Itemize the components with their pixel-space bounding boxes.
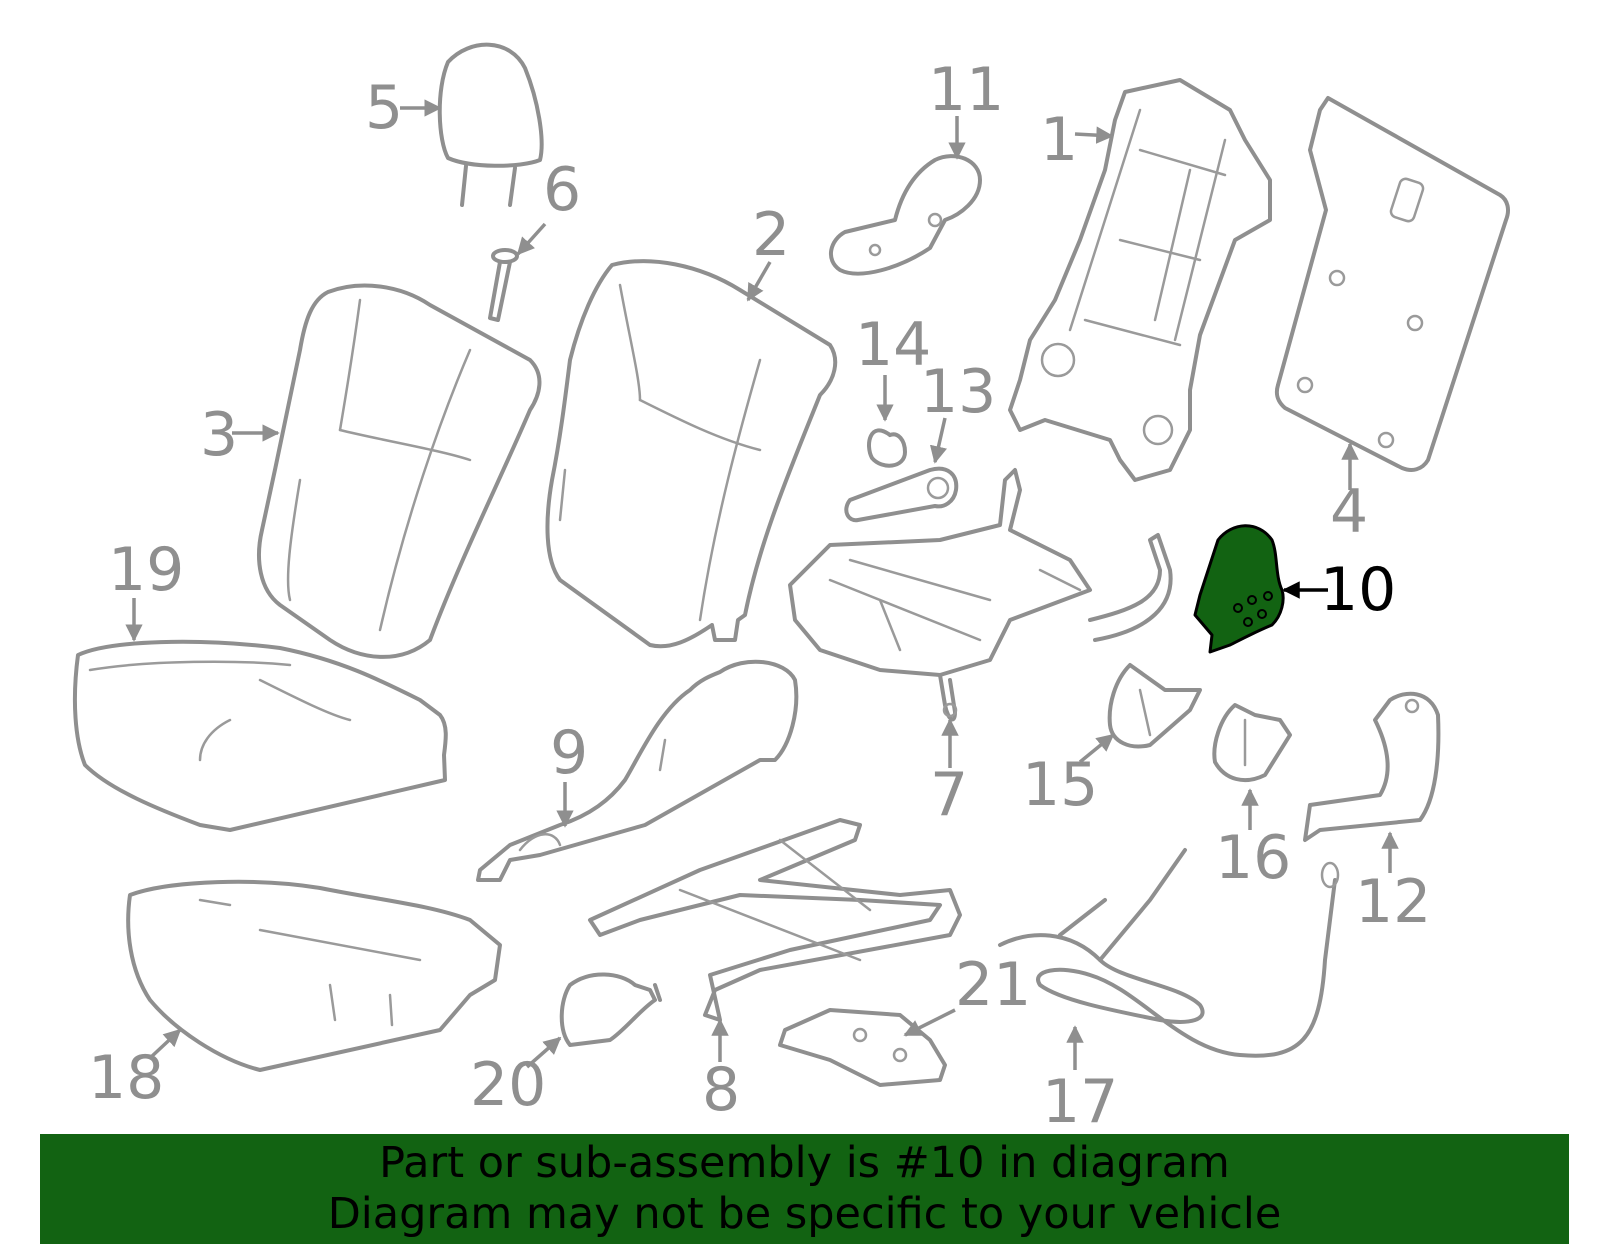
info-banner: Part or sub-assembly is #10 in diagram D… [40, 1134, 1569, 1244]
part-19-cushion-cover[interactable] [72, 639, 448, 832]
label-10: 10 [1320, 555, 1396, 625]
part-18-cushion-pad[interactable] [126, 879, 502, 1072]
label-19: 19 [108, 535, 184, 605]
label-8: 8 [702, 1055, 740, 1125]
part-13-recliner-lever[interactable] [844, 466, 959, 523]
label-7: 7 [930, 760, 968, 830]
part-2-seatback-pad[interactable] [545, 259, 838, 649]
label-11: 11 [928, 55, 1004, 125]
banner-line-part: Part or sub-assembly is #10 in diagram [379, 1138, 1230, 1188]
label-21: 21 [955, 950, 1031, 1020]
part-11-side-trim[interactable] [829, 154, 982, 276]
label-13: 13 [920, 357, 996, 427]
part-1-seatback-frame[interactable] [1008, 78, 1272, 482]
callout-labels: 1 2 3 4 5 6 7 8 9 10 11 12 13 14 15 16 1… [88, 55, 1431, 1130]
part-15-hinge-cover[interactable] [1107, 663, 1202, 749]
part-16-hinge-cover[interactable] [1212, 703, 1292, 783]
part-10-highlighted-bracket[interactable] [1193, 524, 1285, 654]
label-14: 14 [855, 310, 931, 380]
label-6: 6 [543, 155, 581, 225]
part-14-clip[interactable] [867, 428, 907, 468]
part-5-headrest[interactable] [437, 42, 544, 207]
label-16: 16 [1215, 823, 1291, 893]
label-12: 12 [1355, 867, 1431, 937]
part-20-lever-handle[interactable] [559, 972, 662, 1047]
label-18: 18 [88, 1043, 164, 1113]
part-8-seat-track[interactable] [588, 818, 962, 1022]
label-1: 1 [1040, 105, 1078, 175]
part-3-seatback-cover[interactable] [257, 283, 542, 659]
part-17-release-cable[interactable] [998, 848, 1340, 1058]
part-7-cushion-frame[interactable] [788, 468, 1173, 722]
label-15: 15 [1022, 750, 1098, 820]
label-4: 4 [1330, 477, 1368, 547]
part-4-back-board[interactable] [1274, 96, 1510, 472]
label-20: 20 [470, 1050, 546, 1120]
label-2: 2 [752, 200, 790, 270]
part-21-bracket[interactable] [778, 1008, 947, 1087]
label-5: 5 [365, 73, 403, 143]
banner-line-disclaimer: Diagram may not be specific to your vehi… [327, 1189, 1282, 1239]
leader-lines [125, 99, 1399, 1070]
label-17: 17 [1042, 1067, 1118, 1130]
part-12-side-shield[interactable] [1303, 691, 1441, 842]
label-3: 3 [200, 400, 238, 470]
parts-diagram: 1 2 3 4 5 6 7 8 9 10 11 12 13 14 15 16 1… [72, 42, 1510, 1130]
part-6-headrest-guide[interactable] [488, 248, 519, 322]
part-9-side-trim[interactable] [476, 659, 799, 882]
label-9: 9 [550, 718, 588, 788]
